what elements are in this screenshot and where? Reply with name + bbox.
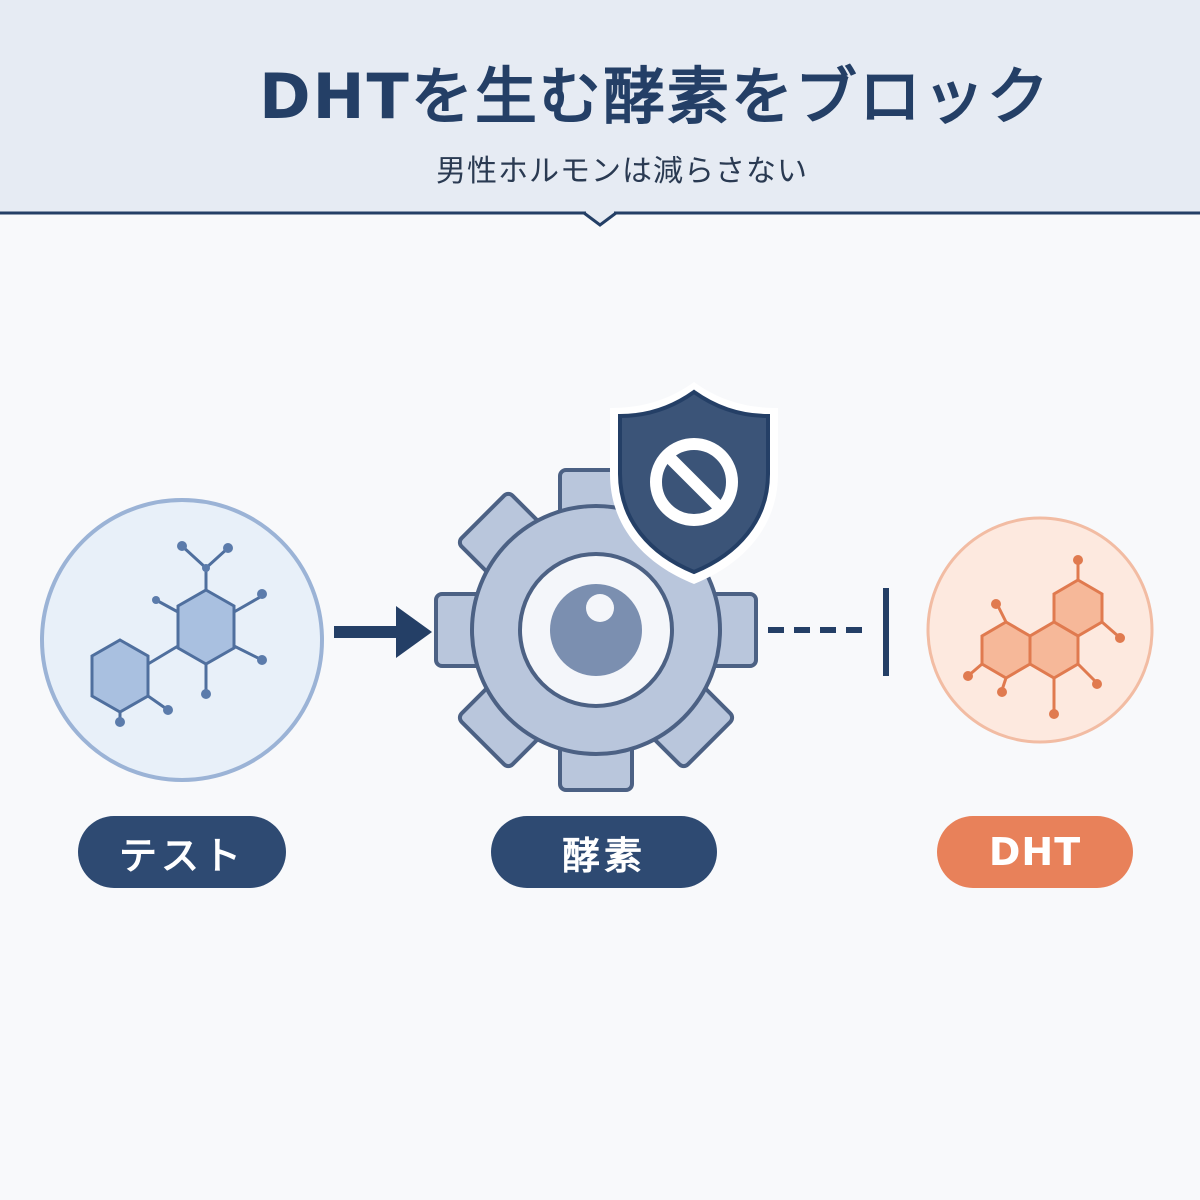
page-subtitle: 男性ホルモンは減らさない: [436, 154, 808, 189]
header-divider: [0, 211, 1200, 227]
shield-prohibit-icon: [610, 382, 778, 584]
label-enzyme: 酵素: [491, 816, 717, 888]
label-testosterone: テスト: [78, 816, 286, 888]
testosterone-node: [40, 498, 324, 782]
page-title: DHTを生む酵素をブロック: [259, 60, 1051, 133]
blocked-path: [768, 588, 889, 676]
molecule-icon: [90, 541, 267, 727]
dht-node: [926, 516, 1154, 744]
molecule-icon: [963, 555, 1125, 719]
header-banner: [0, 0, 1200, 214]
conversion-arrow: [334, 606, 432, 658]
label-dht: DHT: [937, 816, 1133, 888]
